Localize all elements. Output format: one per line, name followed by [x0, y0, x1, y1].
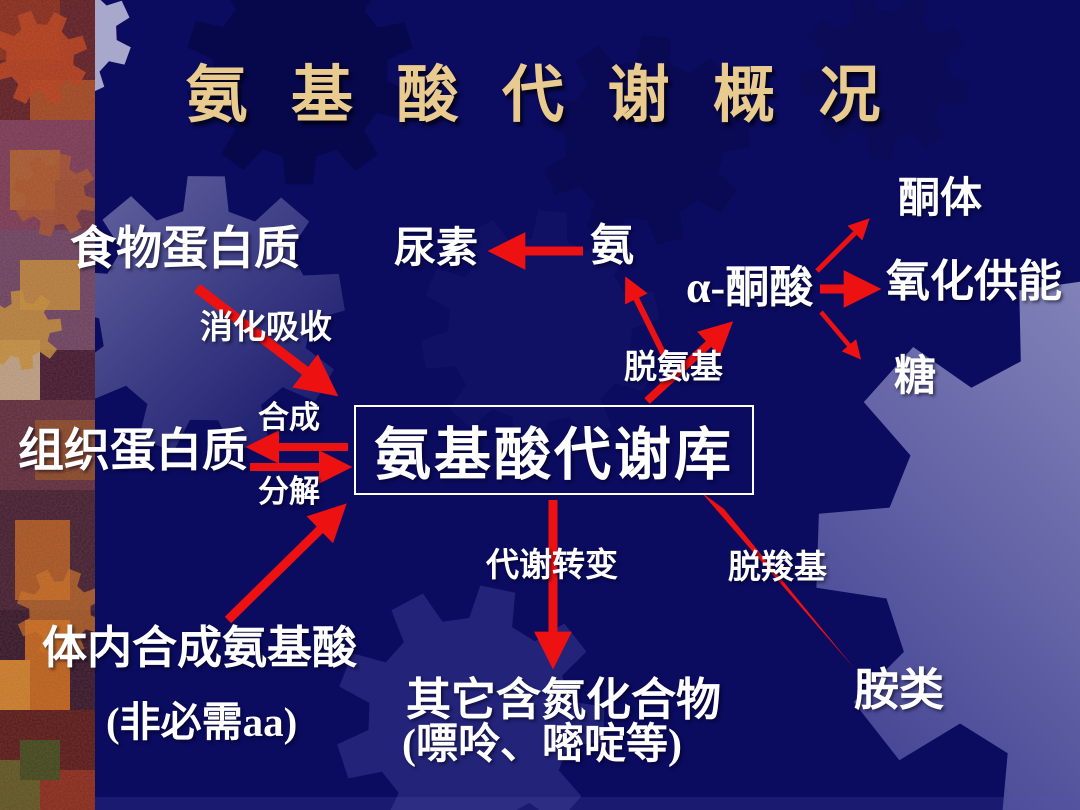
slide-title: 氨 基 酸 代 谢 概 况: [185, 62, 895, 130]
arrow-food-protein-to-pool: [193, 284, 339, 397]
mosaic-noise-dark: [0, 0, 95, 810]
gear-shape: [420, 210, 660, 450]
arrow-alpha-keto-to-sugar: [819, 310, 862, 360]
arrow-alpha-keto-to-ketone-bodies: [815, 218, 870, 273]
node-urea: 尿素: [394, 226, 479, 272]
gear-shape: [541, 35, 750, 245]
left-mosaic-strip: [0, 0, 95, 810]
node-ammonia: 氨: [590, 221, 634, 270]
gear-shape: [65, 176, 345, 452]
amino-acid-pool-label: 氨基酸代谢库: [374, 424, 734, 487]
label-decomposition: 分解: [258, 474, 320, 509]
gear-shape: [800, 0, 970, 160]
label-deamination: 脱氨基: [624, 350, 723, 386]
arrow-body-synthesized-aa-to-pool: [224, 503, 347, 624]
node-body-synthesized-aa-note: (非必需aa): [106, 699, 298, 745]
label-metabolic-conversion: 代谢转变: [486, 548, 618, 584]
node-body-synthesized-aa: 体内合成氨基酸: [42, 623, 358, 673]
gear-shape: [187, 0, 413, 185]
gear-shape: [816, 281, 1080, 810]
label-decarboxylation: 脱羧基: [728, 550, 827, 586]
node-sugar: 糖: [894, 354, 937, 400]
node-alpha-keto-acid: α-酮酸: [686, 263, 814, 312]
label-synthesis: 合成: [258, 400, 320, 435]
node-other-nitrogen-compounds-note: (嘌呤、嘧啶等): [402, 722, 682, 768]
node-ketone-bodies: 酮体: [898, 176, 983, 222]
node-oxidation-energy: 氧化供能: [886, 257, 1062, 306]
bottom-accent-bar: [95, 797, 1080, 810]
arrow-pool-to-alpha-keto-acid: [644, 321, 734, 404]
amino-acid-pool-box: 氨基酸代谢库: [354, 405, 754, 495]
node-amines: 胺类: [854, 665, 945, 715]
arrow-pool-to-ammonia: [625, 276, 668, 359]
node-other-nitrogen-compounds: 其它含氮化合物: [406, 675, 722, 725]
node-food-protein: 食物蛋白质: [70, 223, 300, 274]
arrow-pool-to-amines-wedge: [701, 492, 854, 668]
node-tissue-protein: 组织蛋白质: [18, 425, 248, 476]
label-digestion-absorption: 消化吸收: [200, 310, 332, 346]
